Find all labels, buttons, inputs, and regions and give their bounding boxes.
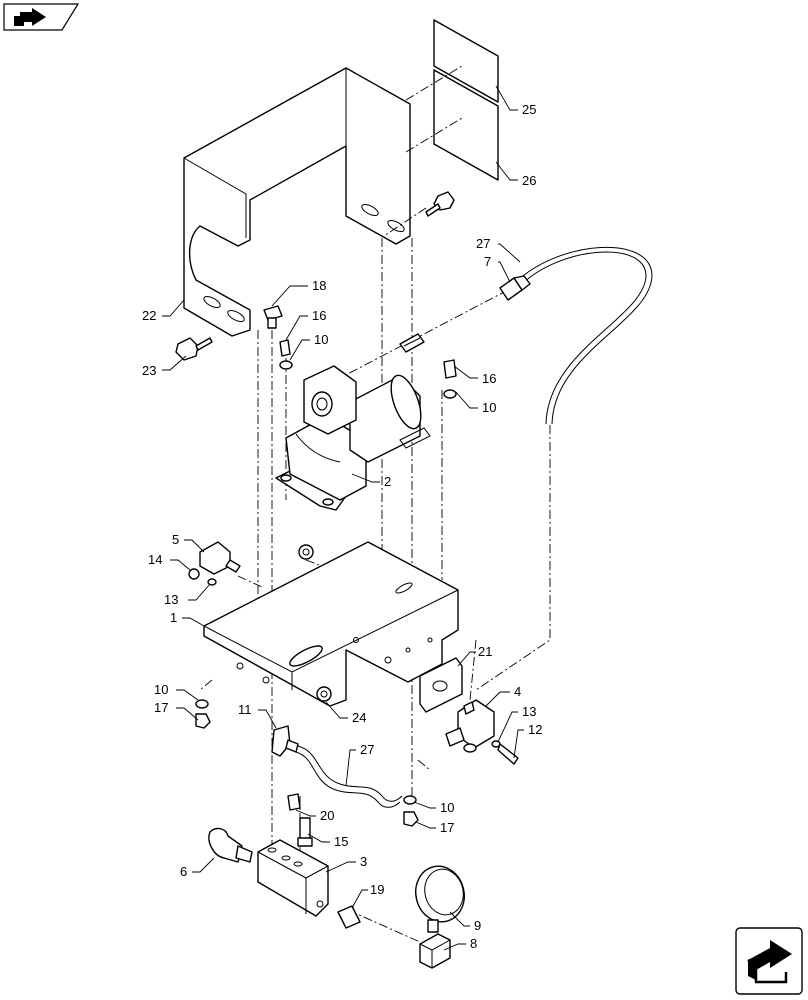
fitting-7	[499, 275, 531, 301]
callout-13-right: 13	[522, 704, 536, 719]
callout-3: 3	[360, 854, 367, 869]
callout-24: 24	[352, 710, 366, 725]
callout-26: 26	[522, 173, 536, 188]
callout-25: 25	[522, 102, 536, 117]
compressor-2	[275, 365, 431, 511]
hose-27-upper	[515, 247, 653, 425]
nut-14	[188, 568, 200, 580]
callout-27-lower: 27	[360, 742, 374, 757]
callout-17-left: 17	[154, 700, 168, 715]
callout-8: 8	[470, 936, 477, 951]
callout-10-right: 10	[482, 400, 496, 415]
callout-1: 1	[170, 610, 177, 625]
callout-6: 6	[180, 864, 187, 879]
callout-labels: 25 26 27 7 22 23 18 16 10 16 10 2 5 14 1…	[142, 102, 542, 951]
callout-9: 9	[474, 918, 481, 933]
bracket-22	[183, 67, 411, 337]
screw-18	[263, 305, 283, 329]
washer-10-right	[443, 389, 457, 399]
back-arrow-icon	[14, 8, 46, 26]
screw-16-left	[279, 339, 291, 357]
callout-21: 21	[478, 644, 492, 659]
valve-4	[445, 699, 495, 753]
callout-16-right: 16	[482, 371, 496, 386]
callout-10-lower-left: 10	[154, 682, 168, 697]
callout-18: 18	[312, 278, 326, 293]
callout-10-left: 10	[314, 332, 328, 347]
bracket-bolt	[425, 191, 455, 217]
shim-plate-25	[433, 19, 499, 103]
washer-10-left	[279, 360, 293, 370]
callout-13-left: 13	[164, 592, 178, 607]
screw-12	[497, 743, 519, 765]
nut-17-right	[403, 811, 419, 827]
next-page-button[interactable]	[735, 927, 803, 995]
callout-14: 14	[148, 552, 162, 567]
callout-20: 20	[320, 808, 334, 823]
callout-7: 7	[484, 254, 491, 269]
washer-13-left	[207, 578, 217, 586]
screw-16-right	[443, 359, 457, 379]
tray-1	[203, 541, 459, 707]
manifold-block-3	[257, 839, 329, 917]
leader-lines	[162, 85, 524, 951]
callout-5: 5	[172, 532, 179, 547]
grommet-24	[316, 686, 332, 702]
plug-20	[287, 793, 301, 811]
inline-fitting	[399, 333, 425, 353]
hose-27-lower	[295, 745, 403, 808]
previous-page-button[interactable]	[3, 3, 80, 31]
washer-10-lower-right	[403, 795, 417, 805]
washer-10-lower-left	[195, 699, 209, 709]
callout-15: 15	[334, 834, 348, 849]
callout-10-lower-right: 10	[440, 800, 454, 815]
fitting-15	[297, 817, 313, 847]
fitting-11	[271, 725, 299, 757]
assembly-lines	[199, 65, 551, 943]
callout-11: 11	[238, 702, 252, 717]
shim-plate-26	[433, 69, 499, 181]
forward-arrow-icon	[747, 940, 792, 984]
fitting-8	[419, 933, 451, 969]
callout-19: 19	[370, 882, 384, 897]
callout-22: 22	[142, 308, 156, 323]
nut-17-left	[195, 713, 211, 729]
nut	[298, 544, 314, 560]
callout-17-right: 17	[440, 820, 454, 835]
callout-23: 23	[142, 363, 156, 378]
gauge-9	[415, 865, 465, 933]
callout-12: 12	[528, 722, 542, 737]
callout-4: 4	[514, 684, 521, 699]
callout-27-upper: 27	[476, 236, 490, 251]
fitting-19	[337, 905, 361, 929]
callout-2: 2	[384, 474, 391, 489]
switch-5	[199, 541, 241, 575]
bolt-23	[175, 337, 213, 361]
plate-21	[419, 657, 463, 713]
callout-16-left: 16	[312, 308, 326, 323]
pressure-switch-6	[208, 827, 253, 863]
